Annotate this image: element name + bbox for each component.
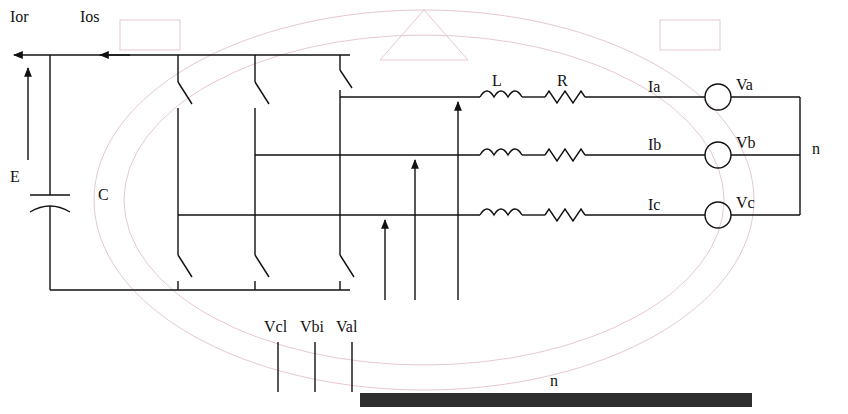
switch-leg — [255, 55, 269, 290]
watermark — [94, 10, 754, 390]
current-label: Ios — [78, 8, 102, 26]
neutral-bar — [360, 393, 752, 407]
source-label: Vb — [734, 134, 758, 152]
capacitor-symbol — [30, 194, 70, 195]
voltage-arrow — [384, 220, 385, 300]
voltage-source — [705, 142, 731, 168]
wire — [49, 206, 50, 290]
source-label: Va — [734, 76, 755, 94]
current-label: Ic — [646, 196, 662, 214]
neutral-label: n — [548, 372, 560, 390]
resistor-label: R — [555, 72, 570, 90]
dc-bus — [14, 54, 350, 55]
current-arrow — [27, 68, 28, 160]
switch-leg — [178, 55, 192, 290]
wire — [49, 55, 50, 195]
voltage-label: Val — [334, 318, 359, 336]
inductor-label: L — [490, 72, 504, 90]
voltage-label: E — [8, 168, 22, 186]
current-arrow — [100, 54, 130, 55]
current-label: Ib — [646, 136, 663, 154]
voltage-arrow — [457, 102, 458, 300]
current-label: Ia — [646, 78, 662, 96]
neutral-label: n — [810, 140, 822, 158]
dc-bus — [50, 289, 350, 290]
current-label: Ior — [8, 8, 31, 26]
switch-leg — [340, 55, 354, 290]
capacitor-label: C — [96, 186, 111, 204]
voltage-source — [705, 84, 731, 110]
voltage-source — [705, 202, 731, 228]
voltage-label: Vcl — [262, 318, 289, 336]
voltage-label: Vbi — [298, 318, 326, 336]
phase-line — [255, 149, 705, 161]
neutral-wire — [731, 97, 800, 215]
reference-line — [278, 342, 352, 392]
voltage-arrow — [414, 160, 415, 300]
phase-line — [178, 209, 705, 221]
source-label: Vc — [734, 194, 757, 212]
